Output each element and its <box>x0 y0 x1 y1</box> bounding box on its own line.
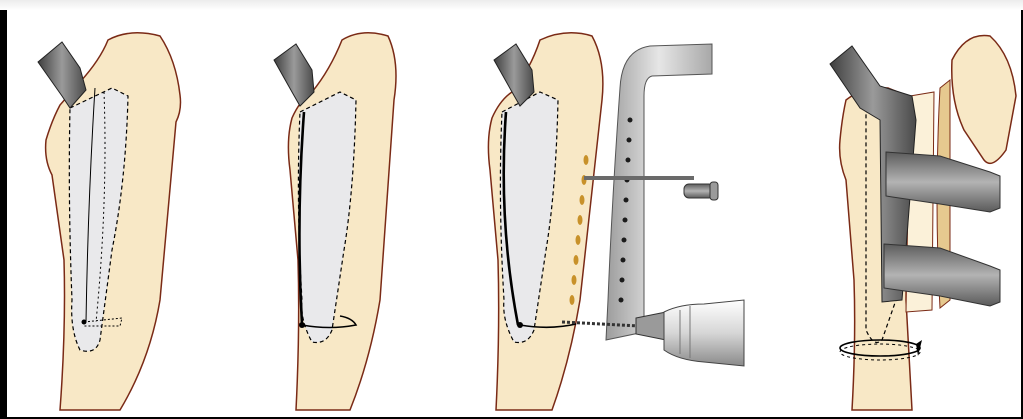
prosthesis-stem-icon <box>274 44 314 106</box>
greater-trochanter <box>952 36 1016 164</box>
guide-screw <box>584 176 718 200</box>
panel-1 <box>38 33 181 410</box>
panel-4 <box>830 36 1016 411</box>
panel-3 <box>488 33 744 410</box>
panel-2 <box>274 33 396 410</box>
osteotomy-point <box>82 320 87 325</box>
prosthesis-stem-icon <box>38 42 86 108</box>
drill-icon <box>562 300 744 366</box>
